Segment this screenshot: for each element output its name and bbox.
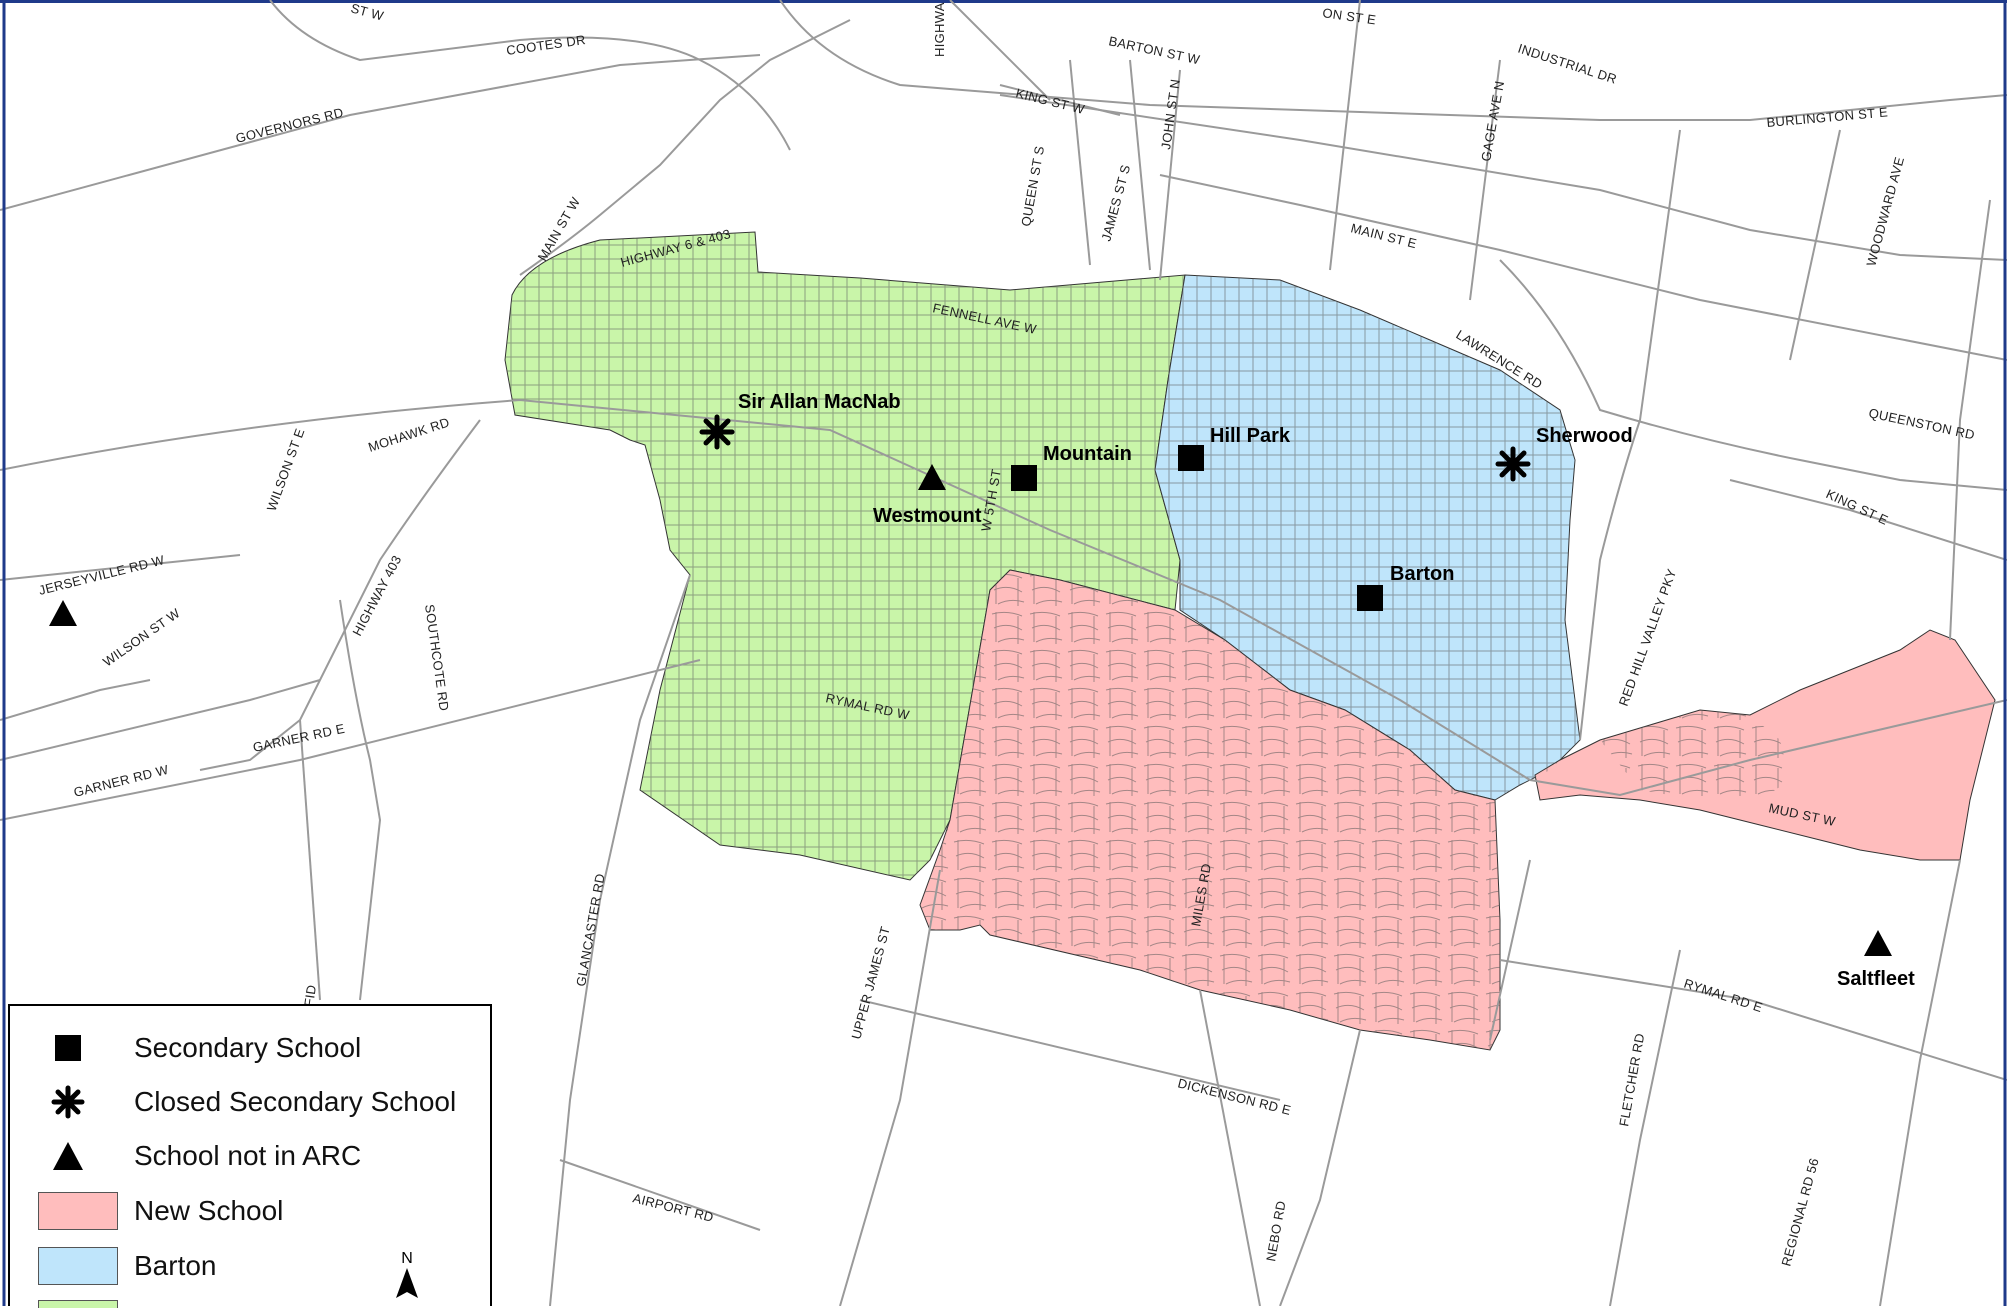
legend: Secondary School Closed Secondary School… xyxy=(8,1004,492,1308)
road-label-james: JAMES ST S xyxy=(1098,163,1133,243)
road-label-king-w: KING ST W xyxy=(1014,85,1086,117)
road-label-cootes: COOTES DR xyxy=(505,32,586,58)
road-label-garner-w: GARNER RD W xyxy=(72,762,170,800)
road-label-gage: GAGE AVE N xyxy=(1478,80,1507,163)
square-icon[interactable] xyxy=(1357,585,1383,611)
swatch-new-school xyxy=(38,1192,118,1230)
road-label-upper-james: UPPER JAMES ST xyxy=(848,925,893,1041)
road-label-main-e: MAIN ST E xyxy=(1349,220,1418,251)
road-label-wilson-w: WILSON ST W xyxy=(100,605,183,669)
road-label-wilson-e: WILSON ST E xyxy=(264,426,308,513)
legend-label: School not in ARC xyxy=(134,1140,362,1171)
legend-item-new-school: New School xyxy=(38,1191,283,1231)
swatch-partial xyxy=(38,1300,118,1308)
road-label-southcote: SOUTHCOTE RD xyxy=(422,603,452,712)
legend-label: Secondary School xyxy=(134,1032,362,1063)
road-label-glancaster: GLANCASTER RD xyxy=(573,872,608,987)
school-label-westmount: Westmount xyxy=(873,505,982,527)
triangle-icon[interactable] xyxy=(49,600,77,626)
street-network xyxy=(505,232,1790,1050)
road-label-st-w-top: ST W xyxy=(349,0,386,23)
road-label-king-e: KING ST E xyxy=(1824,486,1891,528)
map-frame-top xyxy=(0,0,2007,3)
school-label-saltfleet: Saltfleet xyxy=(1837,968,1915,990)
north-letter: N xyxy=(401,1250,413,1267)
asterisk-icon[interactable] xyxy=(699,414,735,450)
road-label-on-st-e-top: ON ST E xyxy=(1322,5,1377,27)
road-label-governors: GOVERNORS RD xyxy=(234,105,345,146)
road-label-dickenson: DICKENSON RD E xyxy=(1176,1075,1292,1118)
road-label-fletcher: FLETCHER RD xyxy=(1616,1032,1647,1127)
legend-item-closed-secondary-school: Closed Secondary School xyxy=(38,1082,456,1122)
legend-item-barton: Barton xyxy=(38,1246,217,1286)
square-icon xyxy=(55,1035,81,1061)
road-label-barton-w: BARTON ST W xyxy=(1107,33,1201,67)
square-icon[interactable] xyxy=(1178,445,1204,471)
road-label-john: JOHN ST N xyxy=(1158,78,1183,150)
road-label-garner-e: GARNER RD E xyxy=(252,721,347,755)
school-label-mountain: Mountain xyxy=(1043,443,1132,465)
road-label-red-hill: RED HILL VALLEY PKY xyxy=(1616,567,1680,708)
road-label-woodward: WOODWARD AVE xyxy=(1863,155,1907,268)
asterisk-icon[interactable] xyxy=(1495,446,1531,482)
school-label-sherwood: Sherwood xyxy=(1536,425,1633,447)
road-label-queenston: QUEENSTON RD xyxy=(1867,405,1976,442)
school-label-sir-allan-macnab: Sir Allan MacNab xyxy=(738,391,901,413)
triangle-icon xyxy=(53,1142,83,1170)
road-label-rymal-e: RYMAL RD E xyxy=(1682,976,1764,1016)
north-arrow-icon xyxy=(396,1268,418,1298)
school-label-barton: Barton xyxy=(1390,563,1454,585)
legend-label: New School xyxy=(134,1195,284,1226)
legend-label: Closed Secondary School xyxy=(134,1086,457,1117)
triangle-icon[interactable] xyxy=(1864,930,1892,956)
school-label-hill-park: Hill Park xyxy=(1210,425,1291,447)
road-label-mohawk: MOHAWK RD xyxy=(366,414,451,454)
school-markers xyxy=(49,414,1892,956)
road-label-airport: AIRPORT RD xyxy=(631,1190,715,1225)
swatch-barton xyxy=(38,1247,118,1285)
road-label-nebo: NEBO RD xyxy=(1263,1200,1288,1263)
road-label-highway-top: HIGHWA xyxy=(932,2,947,57)
north-arrow: N xyxy=(392,1250,422,1306)
legend-item-school-not-in-arc: School not in ARC xyxy=(38,1136,361,1176)
asterisk-icon xyxy=(51,1085,85,1119)
road-label-queen: QUEEN ST S xyxy=(1018,145,1047,228)
legend-label: Barton xyxy=(134,1250,217,1281)
school-labels: Sir Allan MacNab Westmount Mountain Hill… xyxy=(738,391,1915,990)
square-icon[interactable] xyxy=(1011,465,1037,491)
road-label-fid: FID xyxy=(301,984,319,1008)
legend-item-secondary-school: Secondary School xyxy=(38,1028,361,1068)
triangle-icon[interactable] xyxy=(918,464,946,490)
road-label-burlington: BURLINGTON ST E xyxy=(1766,104,1889,130)
road-label-regional56: REGIONAL RD 56 xyxy=(1778,1156,1821,1267)
road-label-industrial: INDUSTRIAL DR xyxy=(1516,41,1619,87)
